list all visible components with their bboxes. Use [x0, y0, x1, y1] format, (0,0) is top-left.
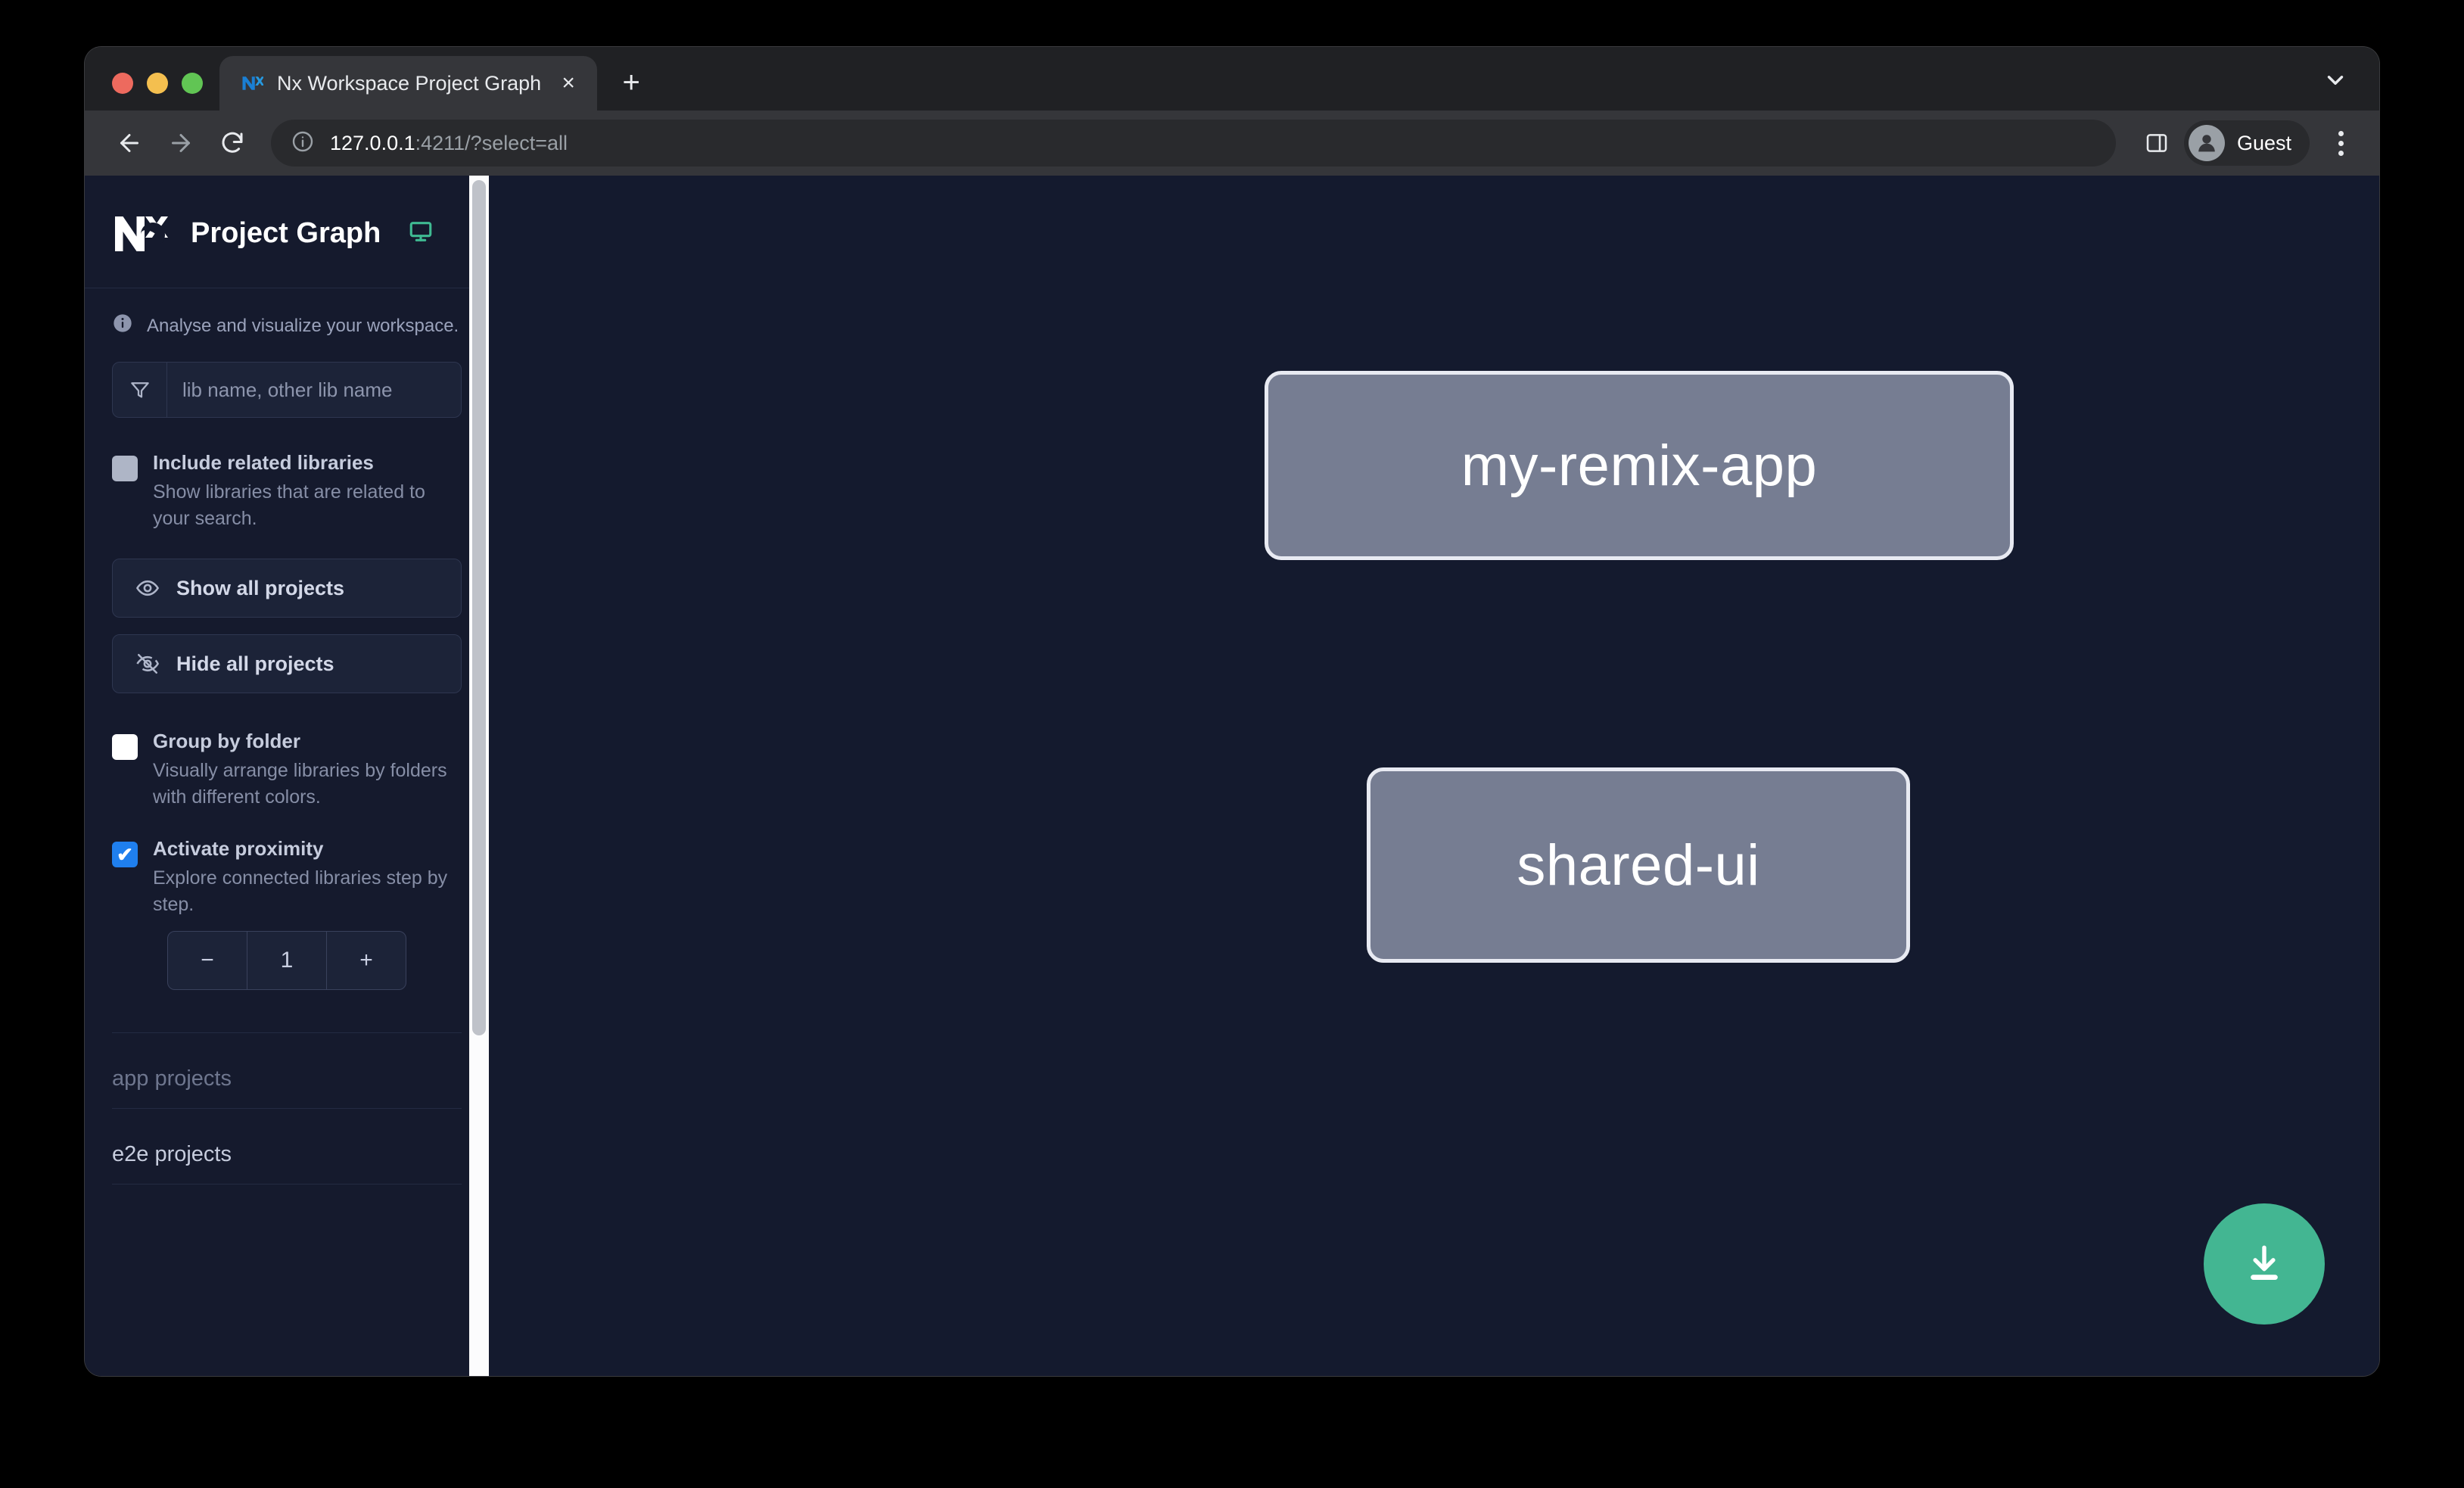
- menu-dot: [2338, 140, 2344, 146]
- forward-button[interactable]: [157, 120, 204, 167]
- show-all-projects-button[interactable]: Show all projects: [112, 559, 462, 618]
- option-include-related-libraries[interactable]: Include related libraries Show libraries…: [112, 451, 462, 531]
- project-filter[interactable]: [112, 362, 462, 418]
- project-graph-canvas[interactable]: my-remix-app shared-ui: [489, 176, 2379, 1376]
- browser-toolbar: 127.0.0.1:4211/?select=all Guest: [85, 111, 2379, 176]
- sidebar-divider: [112, 1032, 462, 1033]
- group-app-projects[interactable]: app projects: [112, 1033, 462, 1109]
- url-path: :4211/?select=all: [415, 131, 568, 154]
- tab-strip: Nx Workspace Project Graph × +: [85, 47, 2379, 111]
- side-panel-icon[interactable]: [2134, 120, 2179, 166]
- proximity-stepper[interactable]: − 1 +: [167, 931, 406, 990]
- spacer: [112, 710, 462, 730]
- download-icon: [2241, 1240, 2288, 1289]
- profile-chip[interactable]: Guest: [2183, 120, 2310, 166]
- sidebar-tagline: Analyse and visualize your workspace.: [85, 288, 489, 362]
- address-bar-url: 127.0.0.1:4211/?select=all: [330, 132, 568, 155]
- site-info-icon[interactable]: [291, 129, 315, 157]
- person-icon: [2188, 125, 2225, 161]
- sidebar-scrollbar-thumb[interactable]: [472, 180, 486, 1035]
- check-icon: ✔: [117, 843, 133, 866]
- project-groups: app projects e2e projects: [85, 1033, 489, 1184]
- browser-tab[interactable]: Nx Workspace Project Graph ×: [219, 56, 598, 111]
- show-all-projects-label: Show all projects: [176, 576, 345, 599]
- menu-dot: [2338, 130, 2344, 136]
- sidebar-header: Project Graph: [85, 176, 489, 288]
- close-tab-button[interactable]: ×: [562, 70, 575, 95]
- chevron-down-icon[interactable]: [2311, 56, 2360, 104]
- reload-button[interactable]: [209, 120, 256, 167]
- option-label: Include related libraries: [153, 451, 374, 474]
- group-e2e-projects[interactable]: e2e projects: [112, 1109, 462, 1184]
- close-window-button[interactable]: [112, 73, 133, 94]
- sidebar: Project Graph Analyse and visualize your…: [85, 176, 489, 1376]
- option-description: Show libraries that are related to your …: [153, 481, 425, 529]
- option-text: Group by folder Visually arrange librari…: [153, 730, 462, 810]
- option-label: Group by folder: [153, 730, 300, 752]
- nx-favicon-icon: [239, 70, 265, 96]
- proximity-value: 1: [247, 932, 327, 989]
- proximity-decrement-button[interactable]: −: [168, 932, 247, 989]
- profile-name: Guest: [2236, 131, 2291, 154]
- checkbox-group-by-folder[interactable]: [112, 734, 138, 760]
- sidebar-scrollbar[interactable]: [469, 176, 489, 1376]
- checkbox-include-related-libraries[interactable]: [112, 456, 138, 481]
- page-content: Project Graph Analyse and visualize your…: [85, 176, 2379, 1376]
- option-text: Include related libraries Show libraries…: [153, 451, 462, 531]
- option-label: Activate proximity: [153, 837, 324, 860]
- eye-slash-icon: [135, 652, 160, 676]
- search-input[interactable]: [167, 378, 461, 402]
- option-text: Activate proximity Explore connected lib…: [153, 837, 462, 917]
- back-button[interactable]: [106, 120, 153, 167]
- url-host: 127.0.0.1: [330, 131, 415, 154]
- sidebar-tagline-text: Analyse and visualize your workspace.: [147, 315, 459, 336]
- download-graph-button[interactable]: [2204, 1203, 2325, 1325]
- eye-icon: [135, 576, 160, 600]
- funnel-icon: [113, 363, 167, 417]
- graph-node-my-remix-app[interactable]: my-remix-app: [1265, 371, 2014, 560]
- minimize-window-button[interactable]: [147, 73, 168, 94]
- hide-all-projects-label: Hide all projects: [176, 652, 334, 675]
- option-description: Explore connected libraries step by step…: [153, 867, 448, 915]
- proximity-increment-button[interactable]: +: [359, 948, 373, 973]
- page-title: Project Graph: [191, 216, 381, 249]
- sidebar-body: Include related libraries Show libraries…: [85, 362, 489, 1033]
- graph-edges: [489, 176, 716, 289]
- maximize-window-button[interactable]: [182, 73, 203, 94]
- nx-logo-icon: [112, 212, 168, 254]
- monitor-icon[interactable]: [408, 219, 434, 248]
- checkbox-activate-proximity[interactable]: ✔: [112, 842, 138, 867]
- three-dots-vertical-icon[interactable]: [2319, 120, 2363, 167]
- info-icon: [112, 313, 133, 339]
- new-tab-button[interactable]: +: [622, 66, 640, 99]
- option-description: Visually arrange libraries by folders wi…: [153, 760, 447, 808]
- option-group-by-folder[interactable]: Group by folder Visually arrange librari…: [112, 730, 462, 810]
- address-bar[interactable]: 127.0.0.1:4211/?select=all: [271, 120, 2116, 167]
- browser-window: Nx Workspace Project Graph × + 12: [85, 47, 2379, 1376]
- graph-node-shared-ui[interactable]: shared-ui: [1367, 767, 1910, 963]
- hide-all-projects-button[interactable]: Hide all projects: [112, 634, 462, 693]
- menu-dot: [2338, 150, 2344, 156]
- option-activate-proximity[interactable]: ✔ Activate proximity Explore connected l…: [112, 837, 462, 917]
- window-controls: [85, 73, 219, 111]
- tab-title: Nx Workspace Project Graph: [277, 71, 542, 95]
